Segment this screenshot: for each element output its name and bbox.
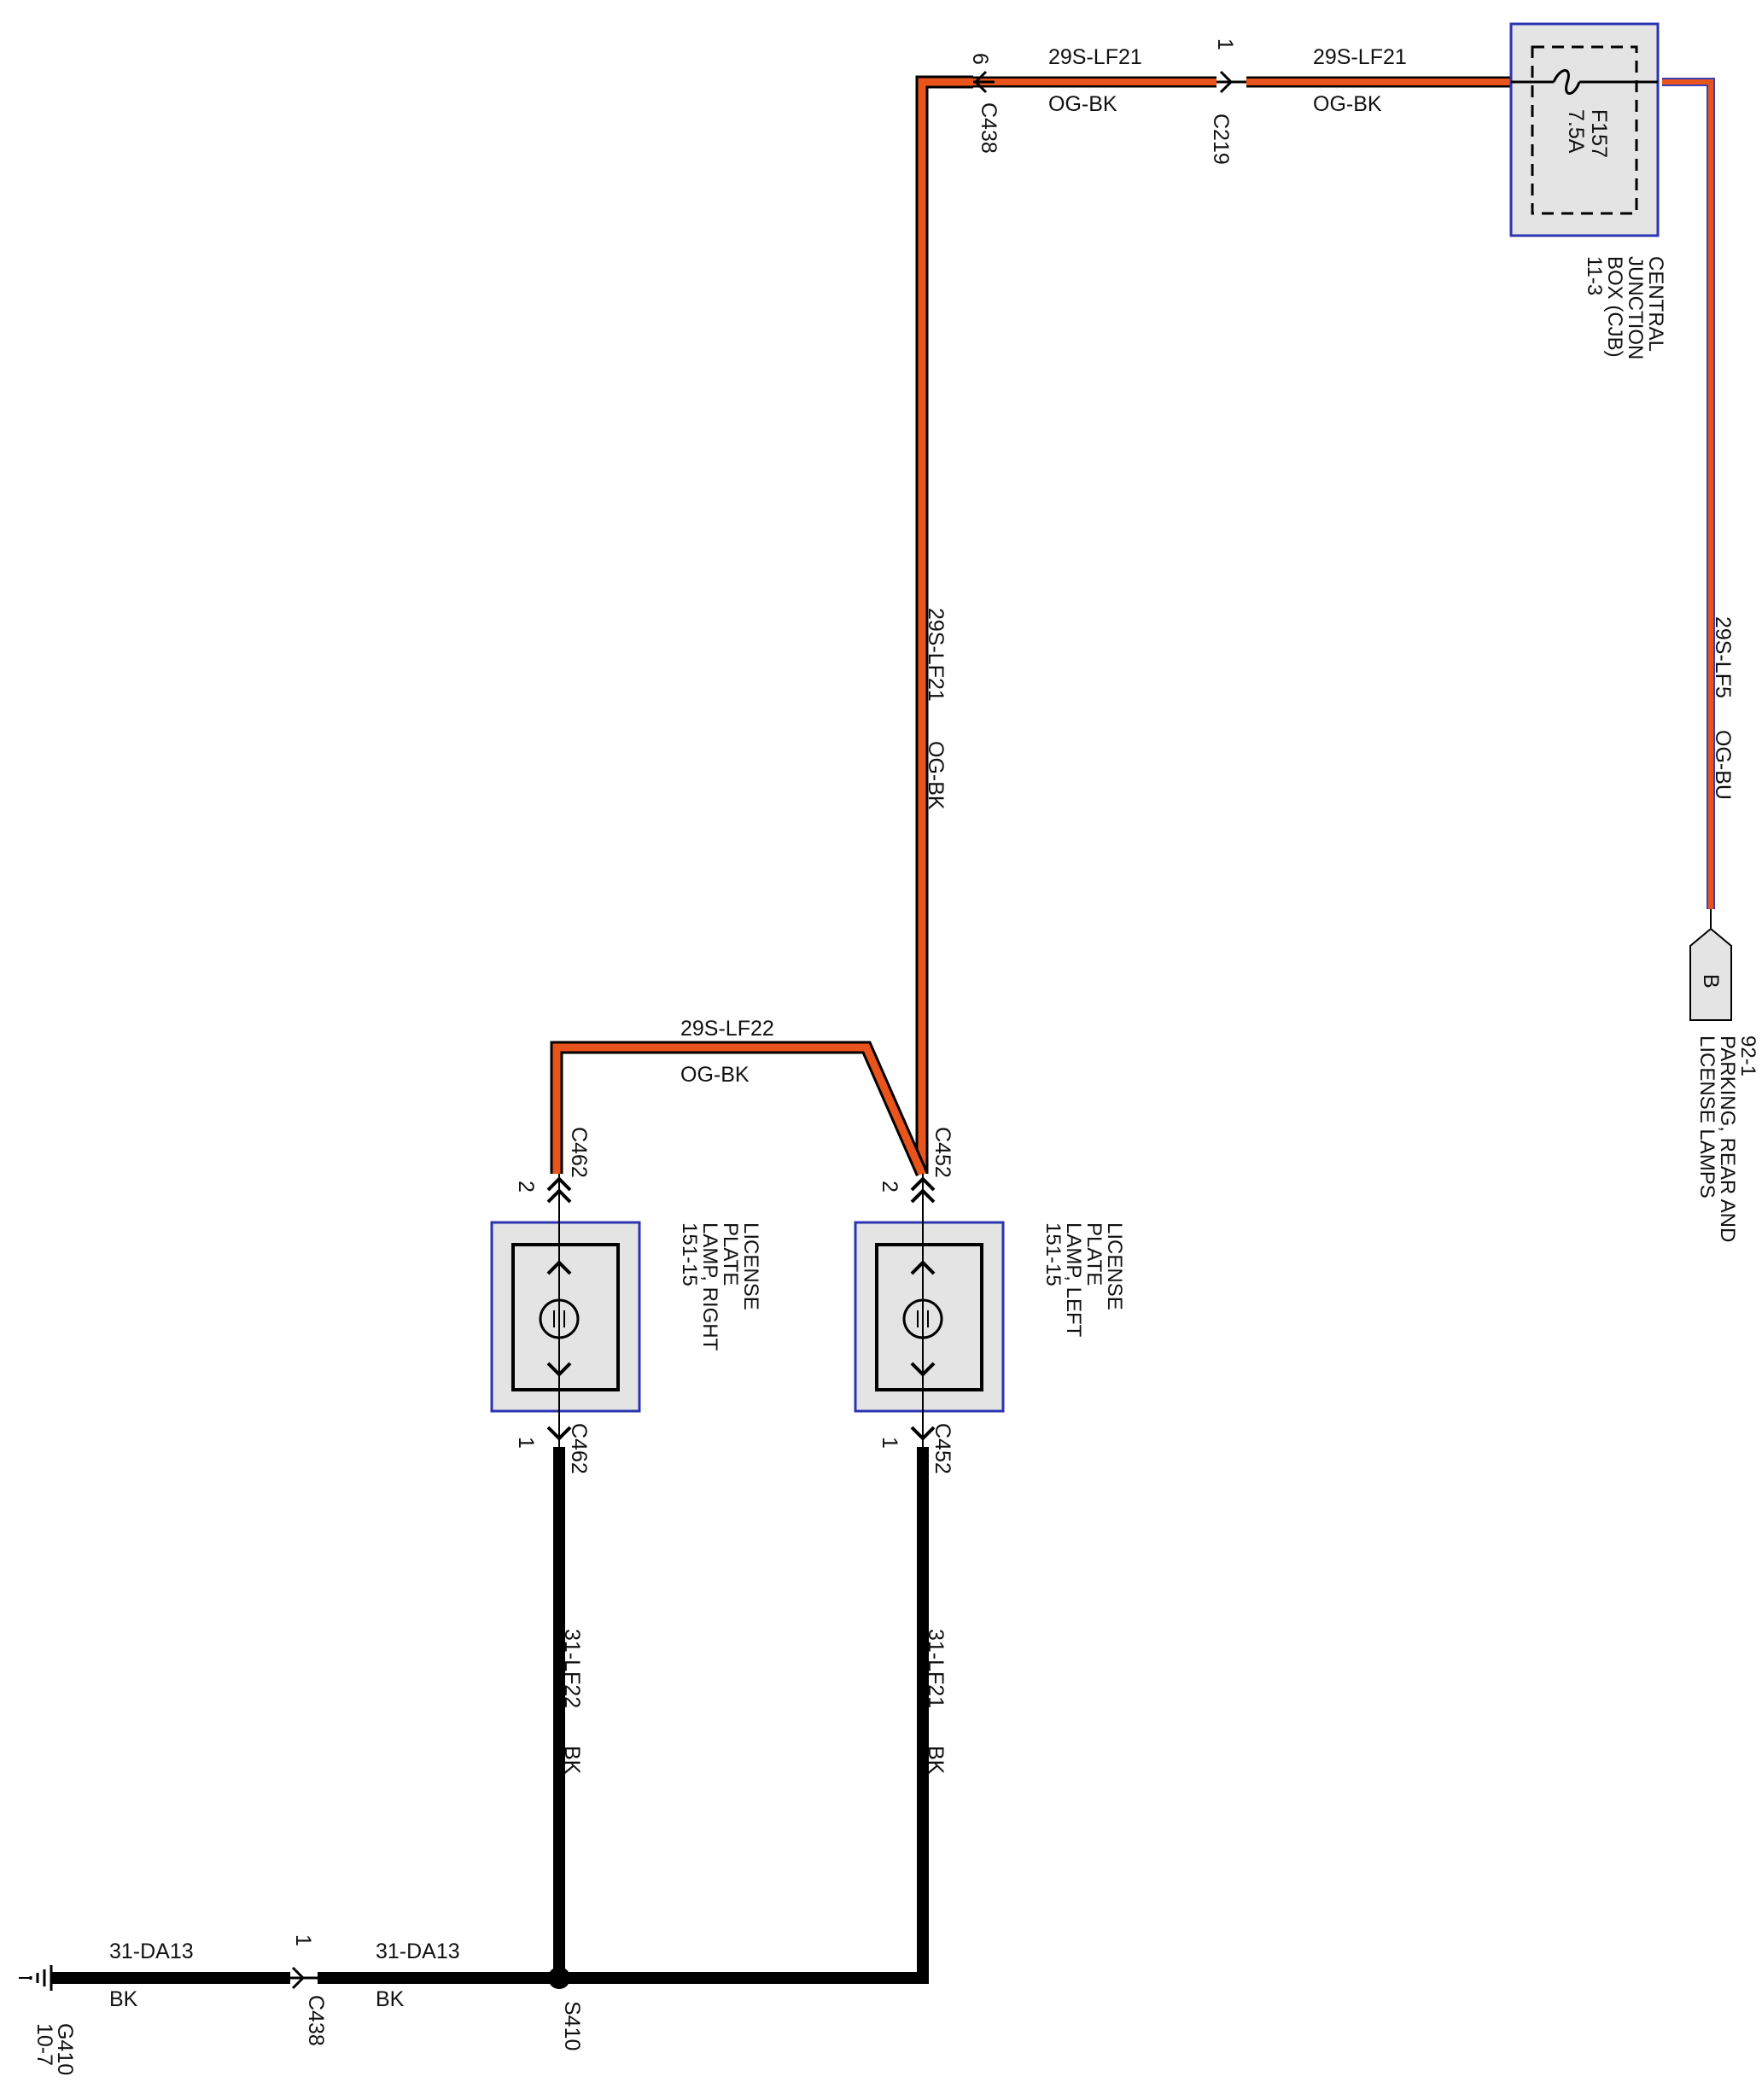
- top-left-color: OG-BK: [1048, 92, 1117, 116]
- mid-wire-circuit: 29S-LF21: [924, 608, 948, 702]
- central-junction-box: [1509, 22, 1660, 237]
- right-lamp-label-line-1: LICENSE: [739, 1222, 762, 1310]
- mid-wire-color: OG-BK: [924, 741, 948, 810]
- left-lamp-label-line-4: 151-15: [1041, 1222, 1065, 1286]
- c219-label: C219: [1209, 114, 1233, 165]
- parking-ref-line-3: LICENSE LAMPS: [1695, 1035, 1718, 1199]
- c438-top-pin: 6: [968, 53, 992, 65]
- parking-ref-line-1: 92-1: [1736, 1035, 1759, 1076]
- connector-b-pin: B: [1699, 974, 1723, 989]
- left-lamp-bottom-pin: 1: [878, 1437, 901, 1449]
- cross-color: OG-BK: [680, 1063, 750, 1087]
- right-wire: [1662, 78, 1715, 930]
- left-lamp-label-line-3: LAMP, LEFT: [1062, 1222, 1085, 1338]
- ground-right-color: BK: [560, 1746, 584, 1775]
- c438-bottom-pin: 1: [291, 1934, 315, 1946]
- c219-pin: 1: [1213, 38, 1237, 50]
- fuse-icon: [1552, 69, 1581, 95]
- bottom-left-color: BK: [109, 1987, 138, 2011]
- fuse-rating: 7.5A: [1564, 109, 1588, 154]
- c438-bottom-label: C438: [304, 1995, 328, 2046]
- c438-bottom-connector: [289, 1966, 318, 1990]
- fuse-name: F157: [1587, 109, 1611, 158]
- ground-name: G410: [53, 2023, 77, 2075]
- cjb-label-line-3: BOX (CJB): [1603, 256, 1626, 358]
- right-lamp-label: LICENSE PLATE LAMP, RIGHT 151-15: [678, 1222, 762, 1351]
- right-lamp-label-line-2: PLATE: [719, 1222, 742, 1286]
- ground-icon: [19, 1965, 53, 1991]
- ground-left-circuit: 31-LF21: [924, 1629, 948, 1708]
- license-plate-lamp-right: [490, 1174, 641, 1447]
- right-lamp-top-connector: C462: [567, 1127, 591, 1178]
- mid-wire: [915, 75, 973, 1174]
- license-plate-lamp-left: [854, 1174, 1005, 1447]
- lamp-bulb-icon: [902, 1298, 943, 1339]
- c438-top-label: C438: [977, 102, 1001, 154]
- connector-b: [1689, 927, 1732, 1021]
- ground-left-color: BK: [924, 1746, 948, 1775]
- c438-top-connector: [973, 70, 995, 94]
- right-lamp-label-line-4: 151-15: [678, 1222, 701, 1286]
- cjb-label-line-2: JUNCTION: [1624, 256, 1647, 359]
- top-right-circuit: 29S-LF21: [1313, 45, 1407, 69]
- top-right-color: OG-BK: [1313, 92, 1382, 116]
- left-lamp-label: LICENSE PLATE LAMP, LEFT 151-15: [1041, 1222, 1126, 1338]
- lamp-bulb-icon: [539, 1298, 580, 1339]
- right-wire-circuit: 29S-LF5: [1711, 616, 1735, 698]
- splice-s410: [548, 1967, 570, 1989]
- cjb-label-line-1: CENTRAL: [1644, 256, 1667, 352]
- cross-wire: [550, 1041, 928, 1177]
- left-lamp-top-connector: C452: [931, 1127, 954, 1178]
- left-lamp-label-line-2: PLATE: [1082, 1222, 1106, 1286]
- ground-wires: [51, 1447, 929, 1984]
- right-lamp-label-line-3: LAMP, RIGHT: [698, 1222, 721, 1351]
- ground-right-circuit: 31-LF22: [560, 1629, 584, 1708]
- right-wire-color: OG-BU: [1711, 730, 1735, 800]
- parking-ref-line-2: PARKING, REAR AND: [1716, 1035, 1739, 1242]
- cjb-label: CENTRAL JUNCTION BOX (CJB) 11-3: [1583, 256, 1667, 359]
- c219-connector: [1216, 70, 1246, 94]
- top-left-circuit: 29S-LF21: [1048, 45, 1142, 69]
- bottom-left-circuit: 31-DA13: [109, 1940, 194, 1963]
- ground-ref: 10-7: [32, 2023, 56, 2066]
- bottom-right-color: BK: [376, 1987, 405, 2011]
- cjb-label-line-4: 11-3: [1583, 256, 1606, 295]
- left-lamp-bottom-connector: C452: [931, 1423, 954, 1474]
- left-lamp-top-pin: 2: [878, 1181, 901, 1193]
- right-lamp-bottom-pin: 1: [514, 1437, 538, 1449]
- bottom-right-circuit: 31-DA13: [376, 1940, 460, 1963]
- right-lamp-bottom-connector: C462: [567, 1423, 591, 1474]
- splice-label: S410: [560, 2001, 584, 2050]
- right-lamp-top-pin: 2: [514, 1181, 538, 1193]
- parking-lamps-ref: 92-1 PARKING, REAR AND LICENSE LAMPS: [1695, 1035, 1759, 1242]
- cross-circuit: 29S-LF22: [680, 1017, 774, 1041]
- left-lamp-label-line-1: LICENSE: [1103, 1222, 1126, 1310]
